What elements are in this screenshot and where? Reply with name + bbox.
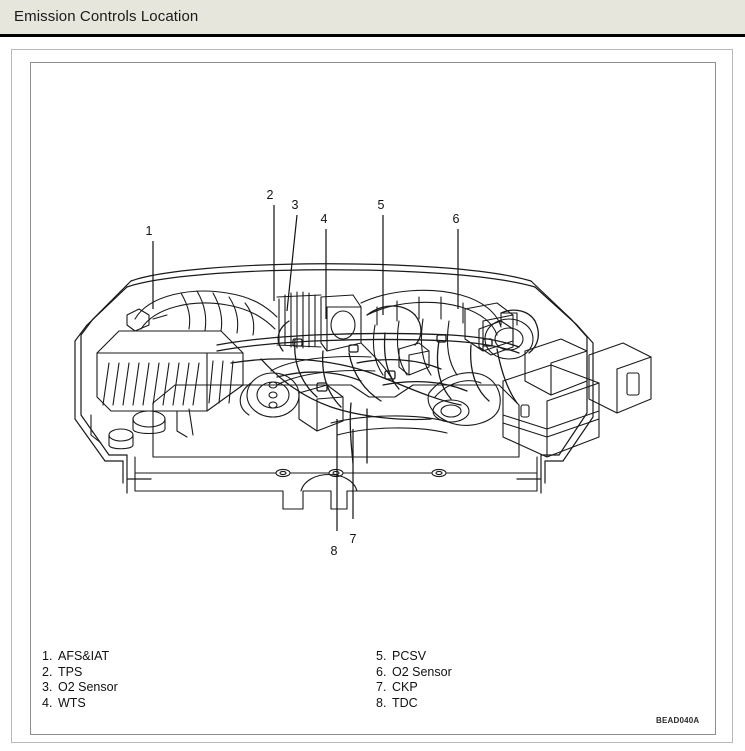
legend-item-number: 1. bbox=[42, 649, 53, 663]
legend-item: 5. PCSV bbox=[376, 649, 452, 665]
callout-label-8: 8 bbox=[331, 544, 338, 558]
pcsv-valve bbox=[398, 342, 430, 376]
legend-item-label: PCSV bbox=[392, 649, 427, 663]
legend-item-number: 3. bbox=[42, 680, 53, 694]
legend-item-label: O2 Sensor bbox=[392, 664, 452, 679]
legend-item: 1. AFS&IAT bbox=[42, 649, 118, 665]
legend-item: 3. O2 Sensor bbox=[42, 680, 118, 696]
legend: 1. AFS&IAT 2. TPS 3. O2 Sensor 4. WTS 5. PCSV… bbox=[31, 649, 715, 734]
callout-label-7: 7 bbox=[350, 532, 357, 546]
radiator-support-panel bbox=[134, 384, 538, 510]
legend-item-number: 5. bbox=[376, 649, 387, 663]
callout-label-6: 6 bbox=[453, 212, 460, 226]
callout-label-2: 2 bbox=[267, 188, 274, 202]
legend-item: 8. TDC bbox=[376, 696, 452, 712]
legend-item-label: O2 Sensor bbox=[58, 680, 118, 694]
legend-item-label: CKP bbox=[392, 680, 418, 694]
leader-line-3 bbox=[286, 214, 298, 312]
figure-panel: 1 2 3 4 5 6 7 8 1. AFS&IAT 2. TPS bbox=[30, 62, 716, 735]
engine-bay-figure: 1 2 3 4 5 6 7 8 bbox=[31, 63, 715, 623]
wiring-harness bbox=[216, 305, 540, 464]
legend-item-number: 4. bbox=[42, 695, 53, 710]
legend-item-number: 7. bbox=[376, 680, 387, 694]
engine-bay-illustration: 1 2 3 4 5 6 7 8 bbox=[74, 188, 652, 558]
legend-column-left: 1. AFS&IAT 2. TPS 3. O2 Sensor 4. WTS bbox=[42, 649, 118, 711]
legend-item: 4. WTS bbox=[42, 696, 118, 712]
legend-item-number: 8. bbox=[376, 695, 387, 710]
legend-item-label: TPS bbox=[58, 664, 83, 679]
right-engine-components bbox=[427, 312, 652, 458]
legend-item-label: AFS&IAT bbox=[58, 649, 110, 663]
legend-item-number: 2. bbox=[42, 664, 53, 679]
air-cleaner-assembly bbox=[90, 330, 244, 450]
body-outline bbox=[74, 263, 594, 494]
callout-leader-lines bbox=[152, 205, 459, 531]
legend-item: 7. CKP bbox=[376, 680, 452, 696]
legend-item: 2. TPS bbox=[42, 665, 118, 681]
legend-item-number: 6. bbox=[376, 664, 387, 679]
legend-column-right: 5. PCSV 6. O2 Sensor 7. CKP 8. TDC bbox=[376, 649, 452, 711]
callout-label-4: 4 bbox=[321, 212, 328, 226]
legend-item-label: TDC bbox=[392, 695, 418, 710]
legend-item: 6. O2 Sensor bbox=[376, 665, 452, 681]
header-bar: Emission Controls Location bbox=[0, 0, 745, 37]
callout-numbers: 1 2 3 4 5 6 7 8 bbox=[146, 188, 460, 558]
figure-code: BEAD040A bbox=[656, 716, 700, 725]
callout-label-3: 3 bbox=[292, 198, 299, 212]
callout-label-5: 5 bbox=[378, 198, 385, 212]
callout-label-1: 1 bbox=[146, 224, 153, 238]
page-title: Emission Controls Location bbox=[14, 8, 199, 25]
legend-item-label: WTS bbox=[58, 695, 86, 710]
